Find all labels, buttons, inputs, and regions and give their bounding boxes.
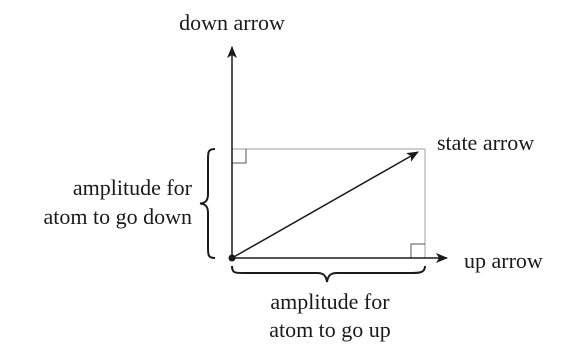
up-arrow-label: up arrow [464, 248, 543, 273]
amplitude-down-brace [199, 148, 216, 259]
amplitude-up-label-line2: atom to go up [269, 317, 391, 342]
right-angle-marker-bottom [410, 243, 425, 258]
state-arrow-label: state arrow [437, 130, 534, 155]
amplitude-up-label-line1: amplitude for [270, 289, 390, 314]
origin-dot [228, 254, 236, 262]
down-arrow-label: down arrow [179, 10, 285, 35]
right-angle-marker-top [232, 149, 247, 164]
amplitude-down-label-line2: atom to go down [44, 204, 193, 229]
amplitude-up-brace [231, 265, 426, 283]
amplitude-down-label-line1: amplitude for [73, 175, 193, 200]
state-arrow-vector [231, 151, 419, 259]
